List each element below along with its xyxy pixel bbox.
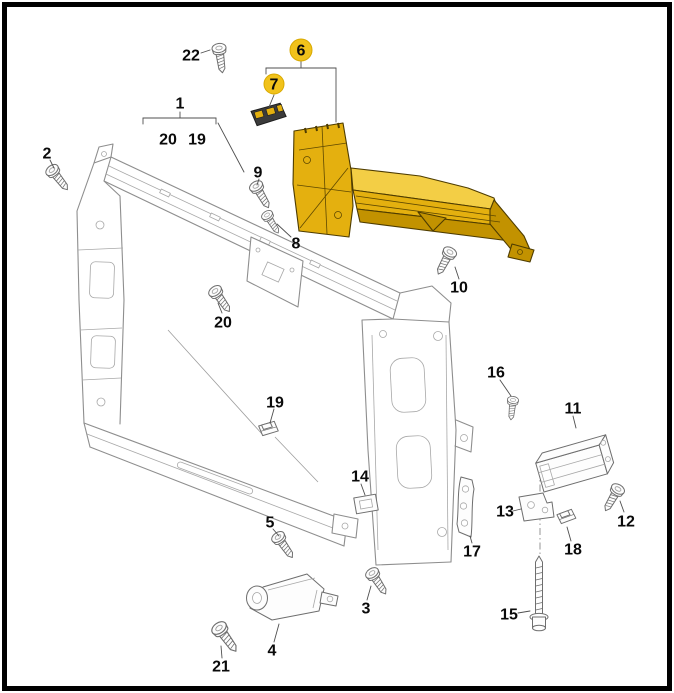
screw-9 xyxy=(247,178,276,212)
mount-bracket-4 xyxy=(246,573,339,621)
callout-11[interactable]: 11 xyxy=(565,401,582,418)
callout-20[interactable]: 20 xyxy=(214,315,232,332)
callout-label[interactable]: 19 xyxy=(188,132,206,149)
callout-label[interactable]: 8 xyxy=(292,236,301,253)
callout-label[interactable]: 20 xyxy=(159,132,177,149)
callout-6[interactable]: 6 xyxy=(289,38,313,62)
callout-label[interactable]: 7 xyxy=(270,77,279,94)
leader-lines xyxy=(49,49,625,659)
clip-19 xyxy=(257,420,280,437)
callout-10[interactable]: 10 xyxy=(450,280,468,297)
callout-label[interactable]: 21 xyxy=(212,659,230,676)
clip-18 xyxy=(555,508,577,525)
callout-14[interactable]: 14 xyxy=(351,469,369,486)
callout-label[interactable]: 16 xyxy=(487,365,505,382)
construction-lines xyxy=(167,329,541,556)
callout-17[interactable]: 17 xyxy=(463,544,481,561)
callout-5[interactable]: 5 xyxy=(266,515,275,532)
callout-label[interactable]: 15 xyxy=(500,607,518,624)
callout-13[interactable]: 13 xyxy=(496,504,514,521)
callout-12[interactable]: 12 xyxy=(617,514,635,531)
callout-label[interactable]: 4 xyxy=(268,643,277,660)
callout-4[interactable]: 4 xyxy=(268,643,277,660)
callout-label[interactable]: 9 xyxy=(254,165,263,182)
bracket-17 xyxy=(456,476,475,538)
plate-14 xyxy=(353,493,379,515)
callout-label[interactable]: 6 xyxy=(297,43,306,60)
callout-19[interactable]: 19 xyxy=(266,395,284,412)
callout-18[interactable]: 18 xyxy=(564,542,582,559)
callout-label[interactable]: 2 xyxy=(43,146,52,163)
callout-label[interactable]: 3 xyxy=(362,601,371,618)
screw-12 xyxy=(598,481,627,515)
callout-label[interactable]: 20 xyxy=(214,315,232,332)
callout-7[interactable]: 7 xyxy=(263,73,285,95)
callout-22[interactable]: 22 xyxy=(182,48,200,65)
callout-3[interactable]: 3 xyxy=(362,601,371,618)
screw-3 xyxy=(363,564,392,599)
callout-8[interactable]: 8 xyxy=(292,236,301,253)
screw-21 xyxy=(208,618,243,657)
bracket-13 xyxy=(518,492,555,522)
callout-15[interactable]: 15 xyxy=(500,607,518,624)
screw-22 xyxy=(210,42,230,75)
callout-label[interactable]: 13 xyxy=(496,504,514,521)
callout-21[interactable]: 21 xyxy=(212,659,230,676)
callout-badge[interactable] xyxy=(289,38,313,62)
screw-10 xyxy=(431,244,459,278)
callout-1[interactable]: 1 xyxy=(176,96,185,113)
callout-20-sub[interactable]: 20 xyxy=(159,132,177,149)
callout-16[interactable]: 16 xyxy=(487,365,505,382)
callout-label[interactable]: 19 xyxy=(266,395,284,412)
radiator-support-frame xyxy=(76,143,474,566)
screw-16 xyxy=(504,395,520,421)
callout-label[interactable]: 12 xyxy=(617,514,635,531)
callout-label[interactable]: 5 xyxy=(266,515,275,532)
callout-label[interactable]: 14 xyxy=(351,469,369,486)
callout-label[interactable]: 17 xyxy=(463,544,481,561)
callout-label[interactable]: 22 xyxy=(182,48,200,65)
callout-19-sub[interactable]: 19 xyxy=(188,132,206,149)
callout-9[interactable]: 9 xyxy=(254,165,263,182)
screw-5 xyxy=(269,528,299,562)
callout-badge[interactable] xyxy=(263,73,285,95)
callout-label[interactable]: 18 xyxy=(564,542,582,559)
callout-2[interactable]: 2 xyxy=(43,146,52,163)
buffer-latch-part xyxy=(250,102,287,127)
callout-label[interactable]: 11 xyxy=(565,401,582,418)
lock-carrier-support-arm xyxy=(292,122,535,263)
callout-label[interactable]: 10 xyxy=(450,280,468,297)
crash-tube-11 xyxy=(535,434,615,493)
callout-label[interactable]: 1 xyxy=(176,96,185,113)
screw-2 xyxy=(43,161,74,195)
bolt-15 xyxy=(529,555,549,632)
